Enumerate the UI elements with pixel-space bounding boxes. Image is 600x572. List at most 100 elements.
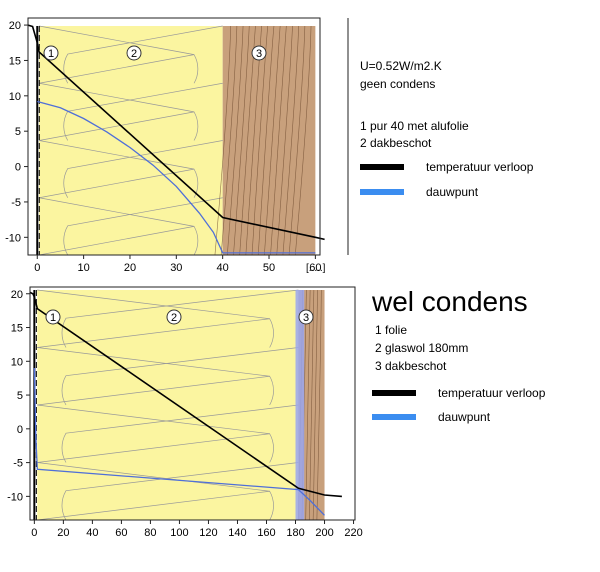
- layer-marker-label: 2: [131, 48, 137, 60]
- y-tick-label: -10: [5, 232, 21, 244]
- insulation-fold: [39, 197, 199, 255]
- layer-marker-2: [166, 309, 182, 325]
- layer-label-top-1: 1 pur 40 met alufolie: [360, 119, 469, 133]
- layer-marker-1: [45, 309, 61, 325]
- y-tick-label: 10: [11, 356, 23, 368]
- legend-temp-top: temperatuur verloop: [360, 160, 533, 174]
- y-tick-label: 15: [9, 55, 21, 67]
- x-tick-label: 20: [124, 262, 136, 274]
- y-tick-label: 5: [17, 390, 23, 402]
- u-value-text: U=0.52W/m2.K: [360, 59, 442, 73]
- x-tick-label: 10: [77, 262, 89, 274]
- layer-marker-label: 1: [50, 312, 56, 324]
- insulation-fold: [37, 462, 274, 520]
- legend-swatch-temp: [360, 164, 404, 170]
- insulation-fold: [39, 140, 199, 198]
- temperature-line: [27, 24, 325, 241]
- insulation-fold: [37, 318, 270, 348]
- insulation-fold: [37, 490, 270, 520]
- insulation-fold: [39, 168, 195, 199]
- wood-grain: [233, 25, 250, 255]
- plot-area: [33, 289, 325, 520]
- insulation-fold: [39, 82, 199, 141]
- x-tick-label: 200: [315, 527, 333, 539]
- layer-marker-label: 3: [256, 48, 262, 60]
- y-tick-label: 20: [11, 289, 23, 301]
- insulation-fold: [63, 25, 223, 84]
- insulation-fold: [61, 347, 299, 406]
- insulation-fold: [37, 289, 274, 348]
- legend-label-temp: temperatuur verloop: [426, 160, 534, 174]
- insulation-fold: [61, 289, 299, 348]
- wood-grain: [245, 25, 262, 255]
- layer-label-top-2: 2 dakbeschot: [360, 136, 432, 150]
- layer-marker-3: [251, 45, 267, 61]
- legend-temp-bottom: temperatuur verloop: [372, 386, 545, 400]
- legend-label-dew: dauwpunt: [438, 410, 491, 424]
- wood-grain: [276, 25, 293, 255]
- y-tick-label: -10: [7, 491, 23, 503]
- x-tick-label: 50: [263, 262, 275, 274]
- insulation-fold: [63, 197, 223, 255]
- x-tick-label: 60: [115, 527, 127, 539]
- x-tick-label: 0: [34, 262, 40, 274]
- plot-area: [36, 25, 316, 255]
- layer-marker-1: [43, 45, 59, 61]
- wood-grain: [305, 289, 311, 520]
- x-tick-label: 140: [228, 527, 246, 539]
- insulation-fold: [39, 226, 195, 255]
- y-tick-label: -5: [11, 197, 21, 209]
- layer-marker-3: [298, 309, 314, 325]
- x-tick-label: 40: [217, 262, 229, 274]
- layer-label-bottom-2: 2 glaswol 180mm: [375, 341, 469, 355]
- x-tick-label: 220: [344, 527, 362, 539]
- legend-label-temp: temperatuur verloop: [438, 386, 546, 400]
- dewpoint-line: [33, 367, 325, 516]
- x-tick-label: 30: [170, 262, 182, 274]
- x-tick-label: 180: [286, 527, 304, 539]
- legend-swatch-dew: [372, 414, 416, 420]
- insulation-fold: [61, 404, 299, 463]
- wood-grain: [282, 25, 299, 255]
- plot-frame: [29, 286, 356, 521]
- insulation-fold: [39, 25, 199, 84]
- insulation-fold: [39, 111, 195, 141]
- legend-dew-bottom: dauwpunt: [372, 410, 490, 424]
- wood-grain: [309, 289, 315, 520]
- x-tick-label: 160: [257, 527, 275, 539]
- layer-label-bottom-3: 3 dakbeschot: [375, 359, 447, 373]
- x-overflow-label: [.....]: [306, 263, 326, 274]
- x-tick-label: 80: [144, 527, 156, 539]
- legend-swatch-temp: [372, 390, 416, 396]
- wood-grain: [294, 25, 312, 255]
- legend-label-dew: dauwpunt: [426, 185, 479, 199]
- layer-2: [39, 26, 223, 255]
- dewpoint-line: [37, 100, 316, 254]
- condensation-status-top: geen condens: [360, 77, 436, 91]
- x-tick-label: 120: [199, 527, 217, 539]
- wood-grain: [251, 25, 269, 255]
- insulation-fold: [37, 404, 274, 463]
- x-tick-label: 20: [57, 527, 69, 539]
- wood-grain: [288, 25, 306, 255]
- insulation-fold: [37, 433, 270, 463]
- layer-marker-label: 3: [303, 312, 309, 324]
- condensation-headline: wel condens: [372, 286, 528, 317]
- wood-grain: [264, 25, 281, 255]
- layer-marker-2: [126, 45, 142, 61]
- temperature-line: [29, 291, 342, 498]
- x-tick-label: 0: [31, 527, 37, 539]
- insulation-fold: [37, 347, 274, 406]
- layer-marker-label: 2: [171, 312, 177, 324]
- layer-3: [222, 26, 316, 255]
- wood-grain: [257, 25, 275, 255]
- x-tick-label: 40: [86, 527, 98, 539]
- layer-2: [37, 290, 299, 520]
- wood-grain: [270, 25, 287, 255]
- wood-grain: [239, 25, 256, 255]
- wood-grain: [220, 25, 238, 255]
- condensation-band: [295, 290, 305, 520]
